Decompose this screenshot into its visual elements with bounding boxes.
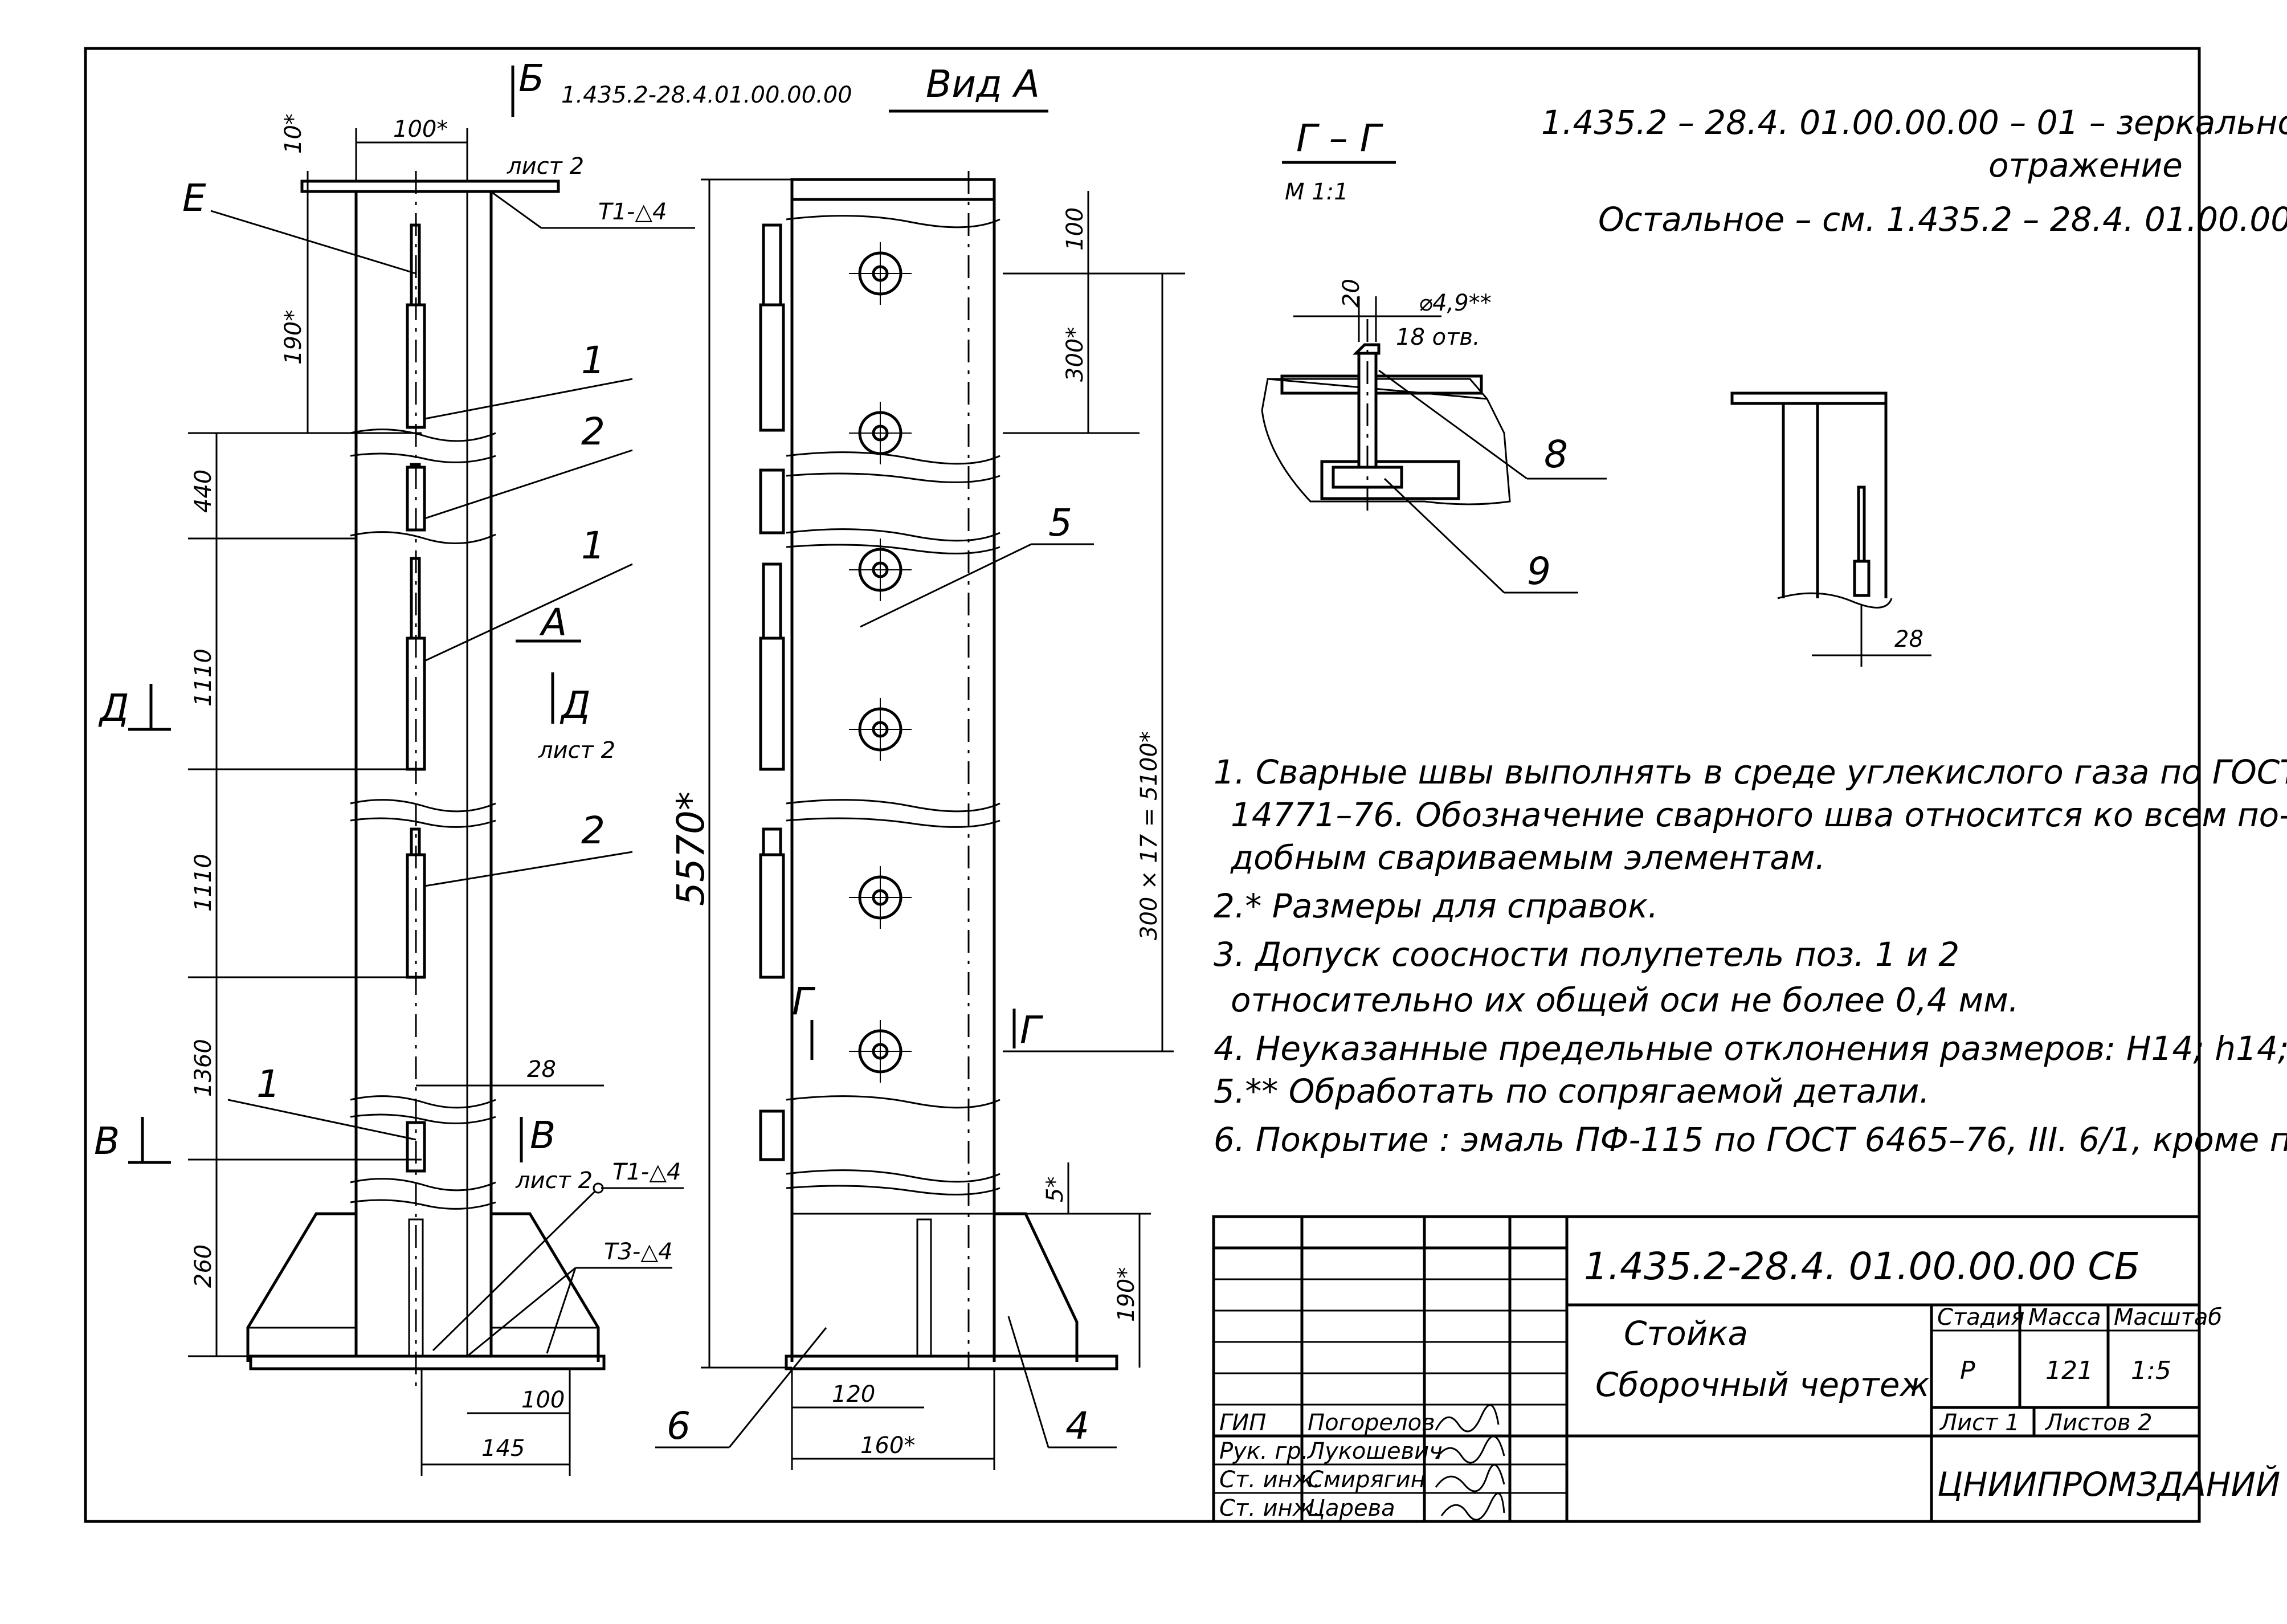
note-3a: 3. Допуск соосности полупетель поз. 1 и … <box>1214 935 1959 974</box>
note-4: 4. Неуказанные предельные отклонения раз… <box>1214 1029 2287 1068</box>
pos-5: 5 <box>1048 501 1072 545</box>
cut-a-label: А <box>539 601 567 644</box>
tb-role-2: Рук. гр. <box>1219 1438 1309 1464</box>
note-1a: 1. Сварные швы выполнять в среде углекис… <box>1214 753 2287 791</box>
pos-9: 9 <box>1527 549 1551 593</box>
mirror-line-1: 1.435.2 – 28.4. 01.00.00.00 – 01 – зерка… <box>1541 103 2287 142</box>
tb-role-1: ГИП <box>1219 1410 1266 1436</box>
holes-count: 18 отв. <box>1396 324 1480 350</box>
tb-role-3: Ст. инж. <box>1219 1467 1321 1493</box>
weld-t1-top: Т1-△4 <box>598 199 667 225</box>
tb-sheet: Лист 1 <box>1939 1410 2020 1436</box>
dim-5: 5* <box>1042 1177 1068 1202</box>
sheet-frame <box>84 47 2201 1523</box>
cut-v-left: В <box>94 1119 120 1163</box>
front-view: Г Г 5 6 4 <box>655 171 1118 1448</box>
cut-v-sheet: лист 2 <box>515 1168 593 1194</box>
cut-d-sheet: лист 2 <box>538 737 615 764</box>
tb-sheets: Листов 2 <box>2044 1410 2153 1436</box>
pos-4: 4 <box>1065 1404 1089 1448</box>
dim-28-detail: 28 <box>1894 626 1923 652</box>
dim-1110-b: 1110 <box>190 854 217 912</box>
dim-100-bottom: 100 <box>521 1387 565 1413</box>
pos-8: 8 <box>1544 432 1568 476</box>
section-gg: Г – Г М 1:1 20 ⌀4,9** 18 отв. 8 9 <box>1261 116 1607 594</box>
cut-g-left: Г <box>792 980 816 1023</box>
cut-d-right: Д <box>560 683 591 727</box>
cut-b-label: Б <box>518 56 544 100</box>
pos-2-b: 2 <box>581 809 605 852</box>
tb-scale: 1:5 <box>2131 1356 2171 1385</box>
pos-1-b: 1 <box>581 524 605 568</box>
tb-name-2: Сборочный чертеж <box>1595 1365 1930 1404</box>
note-1c: добным свариваемым элементам. <box>1230 838 1825 877</box>
tb-mass: 121 <box>2045 1356 2093 1385</box>
note-6: 6. Покрытие : эмаль ПФ-115 по ГОСТ 6465–… <box>1214 1120 2287 1159</box>
tb-designation: 1.435.2-28.4. 01.00.00.00 СБ <box>1584 1244 2140 1288</box>
note-1b: 14771–76. Обозначение сварного шва относ… <box>1231 795 2287 834</box>
side-view-dims: 100* 10* 190* 440 1110 1110 1360 260 28 … <box>188 113 604 1476</box>
note-5: 5.** Обработать по сопрягаемой детали. <box>1214 1072 1930 1111</box>
dim-100-right: 100 <box>1062 207 1088 251</box>
weld-t3: Т3-△4 <box>604 1239 673 1265</box>
tb-name-row-4: Царева <box>1308 1495 1395 1521</box>
tb-stage: Р <box>1960 1356 1975 1385</box>
cut-b-sheet: лист 2 <box>507 153 584 179</box>
weld-t1-bottom: Т1-△4 <box>612 1159 681 1185</box>
tb-name-row-2: Лукошевич <box>1306 1438 1443 1464</box>
doc-ref-top: 1.435.2-28.4.01.00.00.00 <box>561 82 852 108</box>
section-gg-title: Г – Г <box>1296 116 1384 160</box>
view-a-title: Вид А <box>926 62 1040 106</box>
dim-120: 120 <box>832 1381 875 1407</box>
pos-1-a: 1 <box>581 338 605 382</box>
dim-260: 260 <box>190 1244 217 1288</box>
dim-145: 145 <box>481 1435 525 1462</box>
tb-stage-header: Стадия <box>1937 1304 2024 1331</box>
front-view-dims: 5570* 100 300* 300 × 17 = 5100* 5* 190* … <box>669 178 1185 1470</box>
note-3b: относительно их общей оси не более 0,4 м… <box>1231 981 2019 1019</box>
dim-28-left: 28 <box>527 1056 556 1083</box>
dim-190-upper: 190* <box>280 310 307 365</box>
surface-e-label: Е <box>182 176 206 220</box>
pos-6: 6 <box>667 1404 691 1448</box>
tb-name-1: Стойка <box>1624 1314 1748 1353</box>
pos-2-a: 2 <box>581 410 605 454</box>
tb-name-row-1: Погорелов <box>1308 1410 1435 1436</box>
side-view-labels: Е 1 2 1 2 1 Т1-△4 Т1-△4 Т3-△4 Б лист 2 А… <box>94 56 695 1357</box>
dim-5570: 5570* <box>669 791 713 906</box>
dim-20: 20 <box>1338 279 1365 308</box>
hole-dia: ⌀4,9** <box>1419 290 1492 316</box>
note-2: 2.* Размеры для справок. <box>1214 887 1658 925</box>
cut-g-right: Г <box>1020 1008 1044 1052</box>
dim-190-right: 190* <box>1113 1267 1140 1322</box>
tb-scale-header: Масштаб <box>2114 1304 2222 1331</box>
detail-view: 28 <box>1730 391 1931 667</box>
cut-v-right: В <box>530 1113 556 1157</box>
mirror-line-2: отражение <box>1988 146 2183 185</box>
dim-300: 300* <box>1062 327 1088 382</box>
title-block: 1.435.2-28.4. 01.00.00.00 СБ Стойка Сбор… <box>1212 1215 2280 1523</box>
side-view <box>246 171 606 1390</box>
dim-440: 440 <box>190 470 217 513</box>
section-gg-scale: М 1:1 <box>1285 179 1349 205</box>
dim-1110-a: 1110 <box>190 648 217 707</box>
bolt-holes <box>849 242 912 1083</box>
dim-1360: 1360 <box>190 1039 217 1097</box>
cut-d-left: Д <box>98 686 129 730</box>
technical-notes: 1. Сварные швы выполнять в среде углекис… <box>1214 753 2287 1159</box>
dim-10: 10* <box>280 113 307 154</box>
tb-role-4: Ст. инж. <box>1219 1495 1321 1521</box>
tb-name-row-3: Смирягин <box>1308 1467 1426 1493</box>
dim-100-top: 100* <box>393 116 448 142</box>
dim-300x17: 300 × 17 = 5100* <box>1136 731 1162 940</box>
pos-1-c: 1 <box>256 1062 280 1106</box>
tb-mass-header: Масса <box>2028 1304 2101 1331</box>
rest-ref: Остальное – см. 1.435.2 – 28.4. 01.00.00… <box>1598 200 2287 239</box>
tb-org: ЦНИИПРОМЗДАНИЙ <box>1937 1464 2280 1504</box>
dim-160: 160* <box>860 1433 915 1459</box>
signatures <box>1435 1404 1505 1521</box>
